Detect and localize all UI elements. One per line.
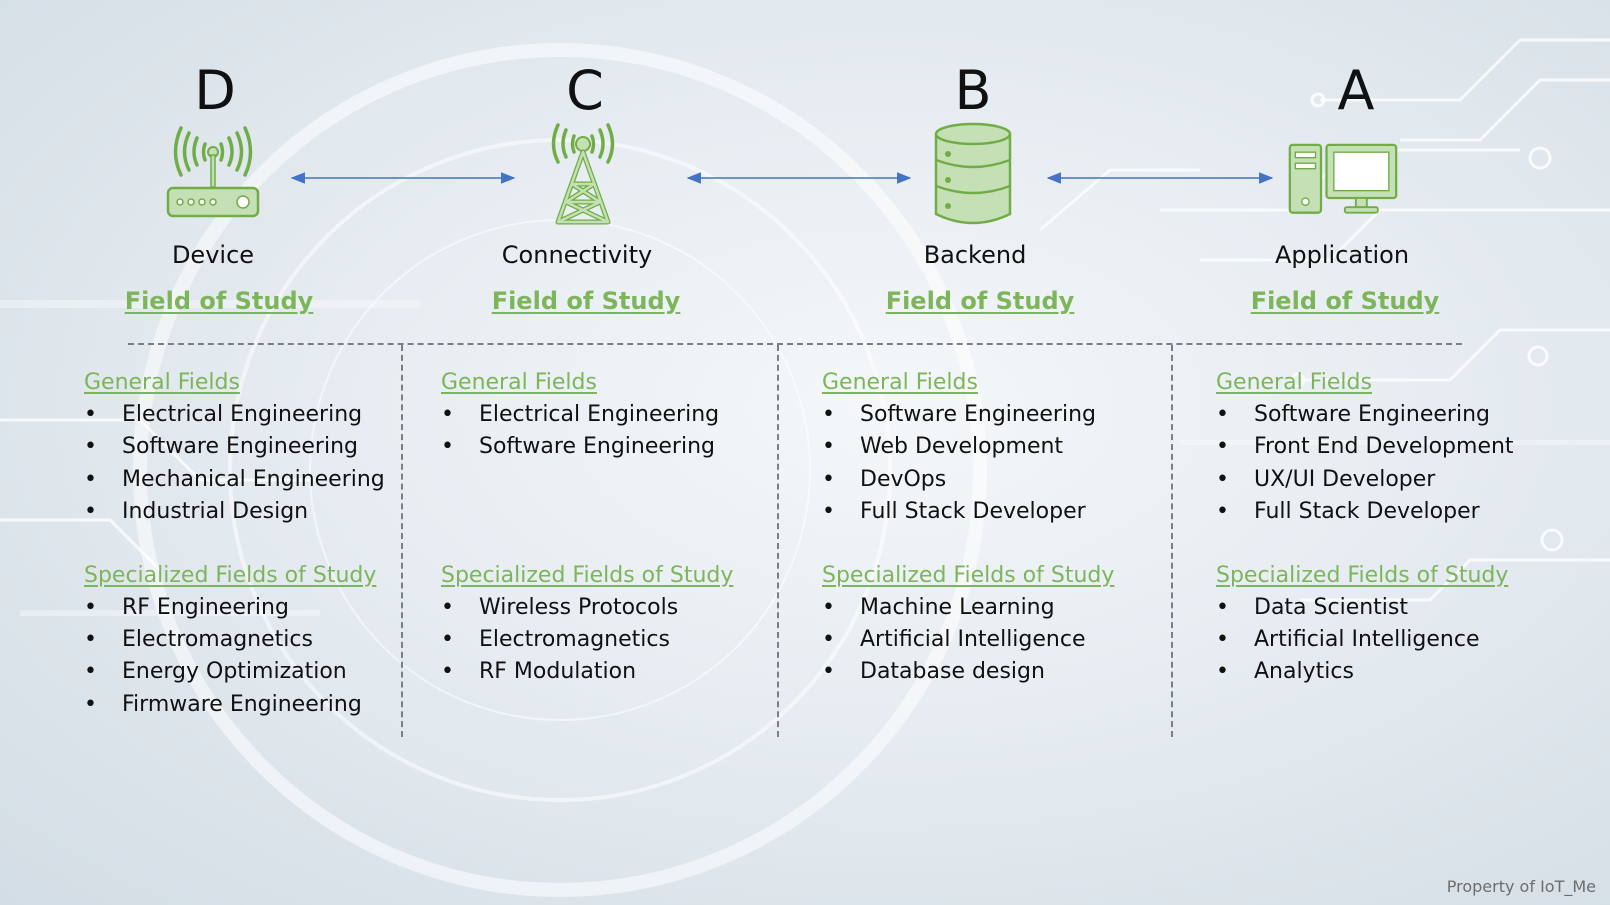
list-item: Front End Development xyxy=(1216,431,1514,464)
specialized-fields-title[interactable]: Specialized Fields of Study xyxy=(84,562,377,588)
list-item: Artificial Intelligence xyxy=(822,624,1114,657)
specialized-fields-list: Machine Learning Artificial Intelligence… xyxy=(822,592,1114,690)
layer-name-connectivity: Connectivity xyxy=(501,241,653,269)
layer-letter-connectivity: C xyxy=(566,59,604,122)
general-fields-list: Electrical Engineering Software Engineer… xyxy=(441,399,733,464)
list-item: Electromagnetics xyxy=(441,624,733,657)
general-fields-title[interactable]: General Fields xyxy=(84,370,240,395)
general-fields-list: Software Engineering Web Development Dev… xyxy=(822,399,1114,529)
list-item: Energy Optimization xyxy=(84,656,385,689)
list-item: Electrical Engineering xyxy=(441,399,733,432)
general-fields-list: Software Engineering Front End Developme… xyxy=(1216,399,1514,529)
column-application: General Fields Software Engineering Fron… xyxy=(1216,368,1514,689)
field-of-study-application[interactable]: Field of Study xyxy=(1250,287,1440,315)
general-fields-title[interactable]: General Fields xyxy=(1216,370,1372,395)
horizontal-divider xyxy=(128,343,1462,345)
general-fields-title[interactable]: General Fields xyxy=(441,370,597,395)
layer-name-application: Application xyxy=(1274,241,1410,269)
column-divider-3 xyxy=(1171,345,1173,737)
list-item: RF Modulation xyxy=(441,656,733,689)
list-item: Web Development xyxy=(822,431,1114,464)
general-fields-list: Electrical Engineering Software Engineer… xyxy=(84,399,385,529)
list-item: Database design xyxy=(822,656,1114,689)
field-of-study-device[interactable]: Field of Study xyxy=(124,287,314,315)
list-item: Software Engineering xyxy=(84,431,385,464)
list-item: Software Engineering xyxy=(441,431,733,464)
specialized-fields-title[interactable]: Specialized Fields of Study xyxy=(441,562,734,588)
column-device: General Fields Electrical Engineering So… xyxy=(84,368,385,722)
specialized-fields-title[interactable]: Specialized Fields of Study xyxy=(822,562,1115,588)
list-item: Software Engineering xyxy=(822,399,1114,432)
specialized-fields-list: Data Scientist Artificial Intelligence A… xyxy=(1216,592,1514,690)
list-item: Firmware Engineering xyxy=(84,689,385,722)
list-item: Data Scientist xyxy=(1216,592,1514,625)
list-item: Full Stack Developer xyxy=(1216,496,1514,529)
cell-tower-icon xyxy=(528,122,638,230)
column-divider-2 xyxy=(777,345,779,737)
layer-letter-backend: B xyxy=(954,59,992,122)
list-item: Artificial Intelligence xyxy=(1216,624,1514,657)
router-icon xyxy=(158,122,268,230)
list-item: Electromagnetics xyxy=(84,624,385,657)
field-of-study-backend[interactable]: Field of Study xyxy=(885,287,1075,315)
list-item: UX/UI Developer xyxy=(1216,464,1514,497)
list-item: Machine Learning xyxy=(822,592,1114,625)
footer-credit: Property of IoT_Me xyxy=(1446,877,1596,896)
column-backend: General Fields Software Engineering Web … xyxy=(822,368,1114,689)
layer-letter-device: D xyxy=(194,59,236,122)
layer-name-backend: Backend xyxy=(923,241,1027,269)
layer-name-device: Device xyxy=(171,241,255,269)
specialized-fields-list: RF Engineering Electromagnetics Energy O… xyxy=(84,592,385,722)
list-item: Analytics xyxy=(1216,656,1514,689)
list-item: Software Engineering xyxy=(1216,399,1514,432)
desktop-computer-icon xyxy=(1288,122,1398,230)
list-item: DevOps xyxy=(822,464,1114,497)
database-icon xyxy=(918,122,1028,230)
specialized-fields-title[interactable]: Specialized Fields of Study xyxy=(1216,562,1509,588)
list-item: Full Stack Developer xyxy=(822,496,1114,529)
list-item: Industrial Design xyxy=(84,496,385,529)
column-connectivity: General Fields Electrical Engineering So… xyxy=(441,368,733,689)
field-of-study-connectivity[interactable]: Field of Study xyxy=(491,287,681,315)
column-divider-1 xyxy=(401,345,403,737)
list-item: Wireless Protocols xyxy=(441,592,733,625)
general-fields-title[interactable]: General Fields xyxy=(822,370,978,395)
list-item: Electrical Engineering xyxy=(84,399,385,432)
list-item: RF Engineering xyxy=(84,592,385,625)
layer-letter-application: A xyxy=(1337,59,1375,122)
specialized-fields-list: Wireless Protocols Electromagnetics RF M… xyxy=(441,592,733,690)
list-item: Mechanical Engineering xyxy=(84,464,385,497)
